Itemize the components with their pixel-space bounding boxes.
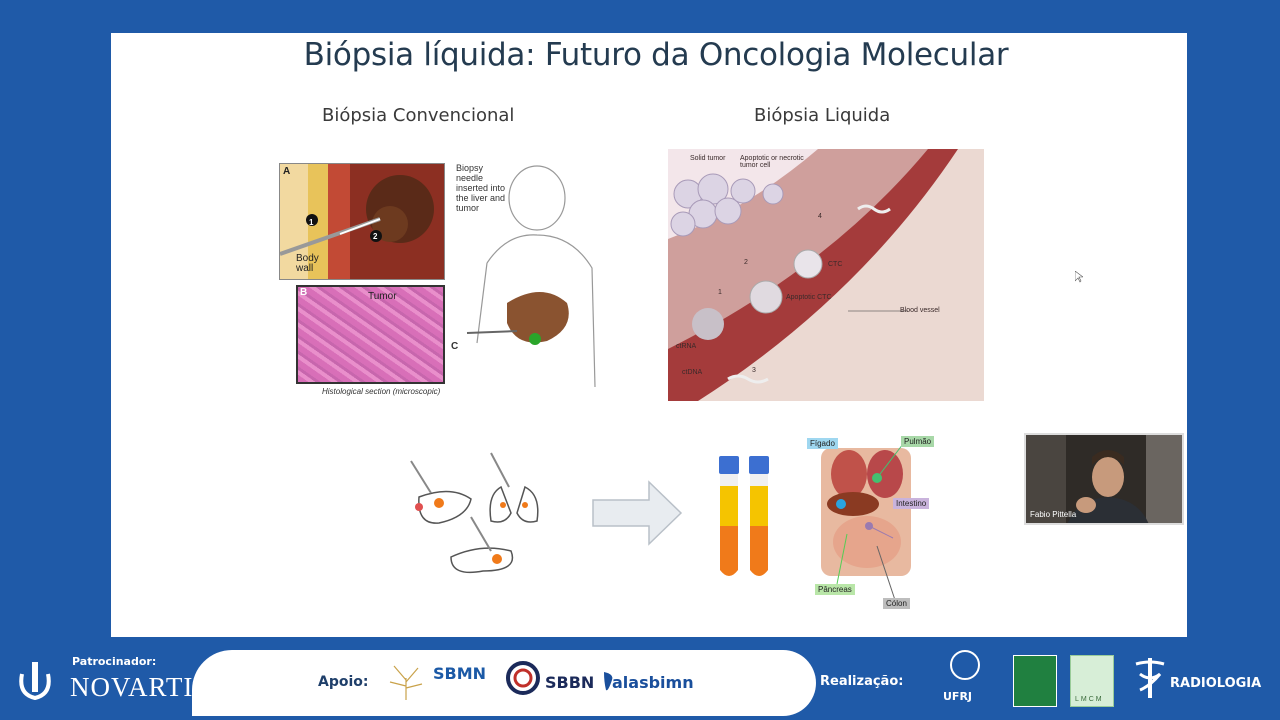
ufrj-logo-text: UFRJ bbox=[943, 690, 973, 703]
sbbn-logo-text: SBBN bbox=[545, 673, 595, 692]
histology-panel: B Tumor bbox=[296, 285, 445, 384]
alasbimn-logo-text: alasbimn bbox=[612, 673, 694, 692]
ctc-label: CTC bbox=[828, 261, 843, 268]
apoptotic-cell-label: Apoptotic or necrotic tumor cell bbox=[740, 155, 804, 169]
pancreas-icon bbox=[450, 516, 514, 574]
blood-tube-left bbox=[719, 456, 739, 576]
apoptotic-ctc-label: Apoptotic CTC bbox=[786, 294, 832, 301]
panel-c-label: C bbox=[451, 341, 459, 352]
radiologia-logo-text: RADIOLOGIA bbox=[1170, 676, 1262, 691]
step-2-number: 2 bbox=[744, 259, 748, 266]
support-label: Apoio: bbox=[318, 674, 369, 690]
intestine-tag: Intestino bbox=[893, 498, 930, 509]
tissue-illustration bbox=[280, 164, 444, 279]
organ-biopsy-icons bbox=[410, 452, 539, 574]
conventional-biopsy-figure: A 1 2 Body wall B Tumor Histological sec… bbox=[279, 163, 596, 401]
panel-a-label: A bbox=[283, 166, 291, 177]
organizer-label: Realização: bbox=[820, 674, 904, 689]
colon-tag: Cólon bbox=[883, 598, 910, 609]
needle-description: Biopsy needle inserted into the liver an… bbox=[456, 163, 506, 213]
slide-title: Biópsia líquida: Futuro da Oncologia Mol… bbox=[303, 37, 1009, 73]
step-2-label: 2 bbox=[373, 232, 378, 241]
presentation-slide: Biópsia líquida: Futuro da Oncologia Mol… bbox=[111, 33, 1187, 637]
support-band bbox=[192, 650, 816, 716]
conventional-biopsy-heading: Biópsia Convencional bbox=[322, 105, 515, 126]
tumor-label: Tumor bbox=[368, 291, 397, 302]
step-4-number: 4 bbox=[818, 213, 822, 220]
body-wall-label: Body wall bbox=[296, 253, 319, 274]
lung-tag: Pulmão bbox=[901, 436, 935, 447]
faculdade-medicina-logo bbox=[1013, 655, 1057, 707]
sponsor-label: Patrocinador: bbox=[72, 655, 157, 668]
ctdna-label: ctDNA bbox=[682, 369, 703, 376]
solid-tumor-label: Solid tumor bbox=[690, 155, 726, 162]
step-1-label: 1 bbox=[309, 218, 314, 227]
ctrna-label: ctRNA bbox=[676, 343, 697, 350]
histology-caption: Histological section (microscopic) bbox=[322, 387, 441, 396]
blood-tubes-icon bbox=[719, 456, 769, 576]
right-arrow-icon bbox=[592, 480, 683, 546]
sbbn-logo-icon bbox=[506, 661, 540, 695]
mouse-cursor-icon bbox=[1075, 271, 1083, 283]
step-1-number: 1 bbox=[718, 289, 722, 296]
blood-vessel-label: Blood vessel bbox=[900, 307, 940, 314]
patient-outline-illustration bbox=[466, 165, 596, 387]
lungs-icon bbox=[489, 452, 539, 523]
liquid-biopsy-heading: Biópsia Liquida bbox=[754, 105, 891, 126]
blood-tube-right bbox=[749, 456, 769, 576]
participant-name: Fabio Pittella bbox=[1030, 510, 1077, 519]
alasbimn-map-icon bbox=[604, 672, 613, 691]
novartis-logo-icon bbox=[19, 662, 51, 701]
liquid-biopsy-figure: Solid tumor Apoptotic or necrotic tumor … bbox=[668, 149, 984, 401]
liver-tag: Fígado bbox=[807, 438, 838, 449]
lmcm-logo-text: LMCM bbox=[1075, 696, 1104, 703]
ufrj-seal-icon bbox=[950, 650, 980, 680]
panel-b-label: B bbox=[300, 287, 308, 298]
anatomy-illustration: Fígado Pulmão Intestino Pâncreas Cólon bbox=[807, 434, 937, 610]
pancreas-tag: Pâncreas bbox=[815, 584, 855, 595]
novartis-logo-text: NOVARTIS bbox=[70, 672, 210, 702]
lmcm-logo: LMCM bbox=[1070, 655, 1114, 707]
liver-icon bbox=[410, 460, 472, 524]
torso-organs-image bbox=[821, 443, 911, 601]
sbmn-tree-icon bbox=[389, 665, 423, 700]
speaker-video-frame bbox=[1026, 435, 1182, 523]
step-3-number: 3 bbox=[752, 367, 756, 374]
caduceus-icon bbox=[1135, 658, 1165, 698]
biopsy-needle-panel: A 1 2 Body wall bbox=[279, 163, 445, 280]
sbmn-logo-text: SBMN bbox=[433, 664, 487, 683]
blood-vessel-illustration bbox=[668, 149, 984, 401]
webcam-video[interactable]: Fabio Pittella bbox=[1024, 433, 1184, 525]
